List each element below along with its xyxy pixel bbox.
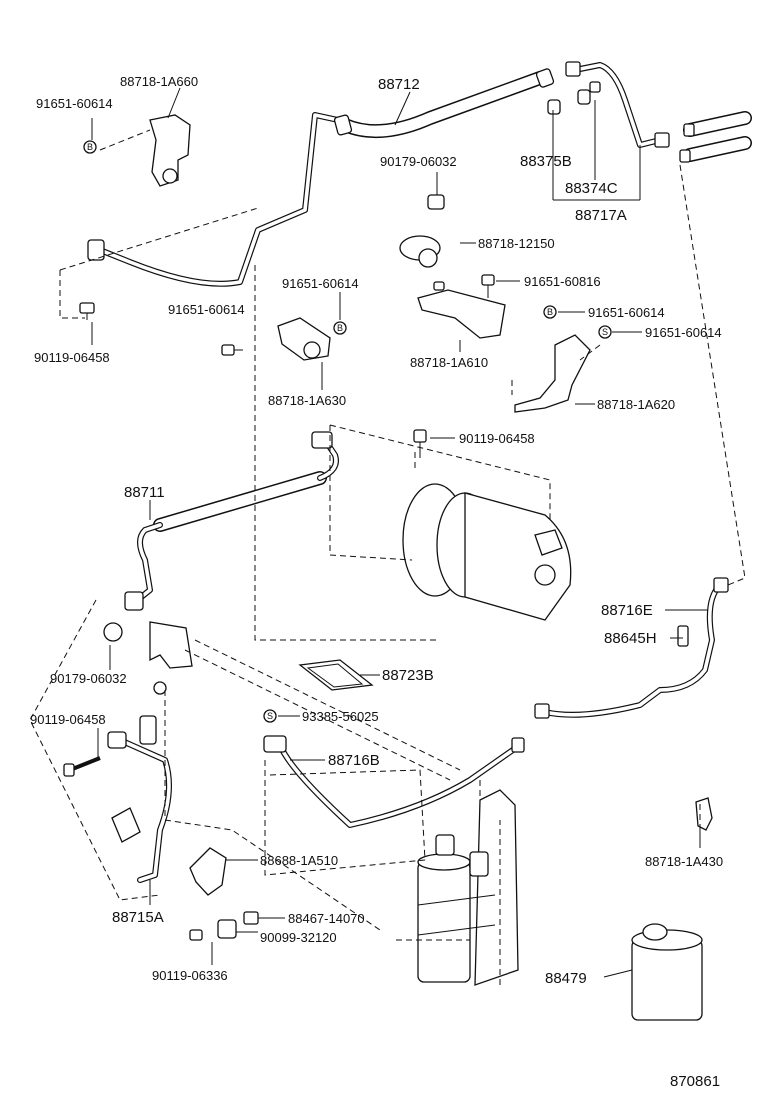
bracket-88718-1a630: [277, 317, 331, 361]
bracket-88718-1a610: [417, 289, 506, 339]
label-91651-60614-a: 91651-60614: [36, 96, 113, 111]
hose-stubs-upper-right: [679, 111, 752, 163]
label-88717a: 88717A: [575, 207, 627, 224]
label-90179-06032-b: 90179-06032: [50, 671, 127, 686]
label-88723b: 88723B: [382, 667, 434, 684]
hose-88711: [124, 431, 339, 611]
pipe-88712: [87, 68, 555, 287]
label-90099-32120: 90099-32120: [260, 930, 337, 945]
compressor: [402, 483, 572, 621]
receiver-assembly: [417, 789, 519, 986]
label-90119-06458-a: 90119-06458: [34, 350, 110, 365]
part-labels: 88718-1A660 91651-60614 88712 90179-0603…: [30, 74, 723, 1090]
dashed-outlines: [29, 129, 746, 985]
receiver-drier-88479: [631, 923, 703, 1021]
b-mark-1a660: B: [83, 140, 97, 154]
label-88716e: 88716E: [601, 602, 653, 619]
b-mark-1a620: B: [543, 305, 557, 319]
pipe-88716b: [263, 735, 525, 828]
bracket-88718-1a430: [695, 797, 713, 831]
bracket-88688-1a510: [189, 847, 227, 896]
label-88467-14070: 88467-14070: [288, 911, 365, 926]
diagram-id: 870861: [670, 1073, 720, 1090]
label-91651-60816: 91651-60816: [524, 274, 601, 289]
label-91651-60614-b: 91651-60614: [282, 276, 359, 291]
s-mark-1a620: S: [598, 325, 612, 339]
bracket-88718-1a620: [514, 334, 591, 413]
label-91651-60614-e: 91651-60614: [645, 325, 722, 340]
bolts: [63, 194, 689, 941]
svg-text:B: B: [87, 142, 93, 152]
label-88374c: 88374C: [565, 180, 618, 197]
label-88718-1a620: 88718-1A620: [597, 397, 675, 412]
label-88718-1a630: 88718-1A630: [268, 393, 346, 408]
label-93385-56025: 93385-56025: [302, 709, 379, 724]
label-88711: 88711: [124, 484, 165, 501]
bracket-mount-left: [139, 621, 193, 745]
b-s-marks: B B B S S: [83, 140, 612, 723]
label-88715a: 88715A: [112, 909, 164, 926]
label-88688-1a510: 88688-1A510: [260, 853, 338, 868]
seal-pad-88723b: [298, 659, 374, 691]
label-88645h: 88645H: [604, 630, 657, 647]
pipe-88715a: [107, 731, 172, 883]
caps-88374c: [547, 81, 601, 115]
label-90179-06032-a: 90179-06032: [380, 154, 457, 169]
leader-lines: [91, 87, 708, 978]
svg-text:B: B: [337, 323, 343, 333]
s-mark-93385: S: [263, 709, 277, 723]
label-88375b: 88375B: [520, 153, 572, 170]
pipe-88717a: [565, 61, 670, 148]
svg-text:S: S: [602, 327, 608, 337]
label-88718-1a430: 88718-1A430: [645, 854, 723, 869]
svg-text:S: S: [267, 711, 273, 721]
svg-text:B: B: [547, 307, 553, 317]
label-88718-1a660: 88718-1A660: [120, 74, 198, 89]
pipe-88716e: [534, 577, 729, 719]
label-91651-60614-d: 91651-60614: [588, 305, 665, 320]
label-88718-1a610: 88718-1A610: [410, 355, 488, 370]
label-90119-06336: 90119-06336: [152, 968, 228, 983]
label-91651-60614-c: 91651-60614: [168, 302, 245, 317]
label-90119-06458-b: 90119-06458: [459, 431, 535, 446]
label-88479: 88479: [545, 970, 587, 987]
clamp-88718-12150: [399, 235, 441, 268]
label-90119-06458-c: 90119-06458: [30, 712, 106, 727]
bracket-88718-1a660: [149, 114, 191, 187]
b-mark-1a630: B: [333, 321, 347, 335]
label-88712: 88712: [378, 76, 420, 93]
label-88718-12150: 88718-12150: [478, 236, 555, 251]
label-88716b: 88716B: [328, 752, 380, 769]
